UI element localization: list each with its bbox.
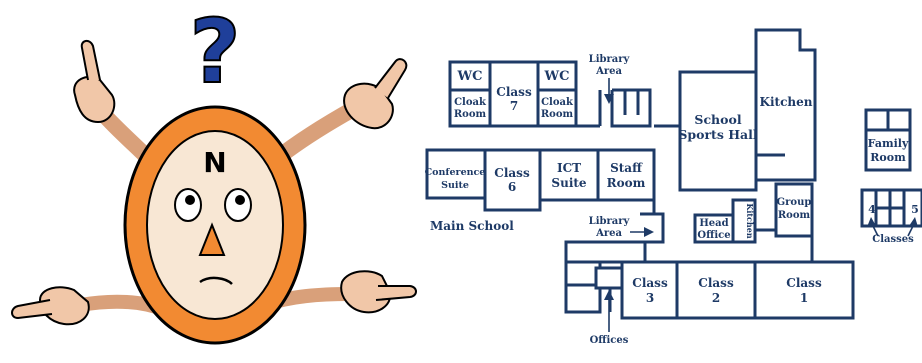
room-class-6 bbox=[483, 148, 542, 212]
room-class-7 bbox=[488, 60, 540, 128]
room-kitchen bbox=[754, 28, 817, 182]
room-class-2 bbox=[675, 260, 757, 320]
arrow-classes-left bbox=[867, 217, 879, 237]
room-staff-room bbox=[596, 148, 656, 202]
label-class6-line1: Class bbox=[494, 166, 530, 180]
label-wc-left: WC bbox=[457, 69, 483, 84]
label-group-line2: Room bbox=[778, 210, 811, 221]
label-staff-line1: Staff bbox=[610, 161, 643, 175]
label-library-top-line1: Library bbox=[589, 54, 631, 65]
library-stack-top bbox=[623, 90, 640, 115]
room-cloak-left bbox=[448, 88, 492, 128]
label-conference-line2: Suite bbox=[441, 180, 469, 191]
label-sports-line1: School bbox=[694, 112, 741, 127]
left-hand-icon bbox=[73, 40, 116, 124]
bottom-right-hand-icon bbox=[340, 270, 417, 314]
label-class1-line1: Class bbox=[786, 276, 822, 290]
label-classes: Classes bbox=[872, 234, 914, 245]
label-head-line2: Office bbox=[697, 230, 730, 241]
label-ict-line2: Suite bbox=[551, 176, 586, 190]
arrow-classes-right bbox=[907, 217, 918, 237]
room-group-room bbox=[774, 182, 814, 238]
label-cloak-left-line1: Cloak bbox=[454, 97, 487, 108]
offices-block bbox=[564, 260, 602, 314]
right-eye bbox=[224, 188, 252, 222]
label-main-school: Main School bbox=[430, 219, 514, 233]
label-staff-line2: Room bbox=[607, 176, 646, 190]
label-cloak-right-line2: Room bbox=[541, 109, 574, 120]
room-ict-suite bbox=[538, 148, 600, 202]
label-library-mid-line2: Area bbox=[595, 228, 622, 239]
label-class4: 4 bbox=[868, 203, 876, 216]
room-kitchen-small bbox=[731, 198, 757, 244]
arrow-library-top bbox=[604, 78, 614, 104]
label-wc-right: WC bbox=[544, 69, 570, 84]
label-head-line1: Head bbox=[699, 218, 728, 229]
label-class7-line2: 7 bbox=[510, 99, 518, 113]
compass-face bbox=[146, 130, 284, 320]
question-mark-icon: ? bbox=[189, 0, 240, 103]
label-library-top-line2: Area bbox=[595, 66, 622, 77]
label-class5: 5 bbox=[911, 203, 919, 216]
label-family-line1: Family bbox=[868, 137, 909, 150]
label-family-line2: Room bbox=[870, 151, 906, 164]
room-wc-right bbox=[536, 60, 578, 92]
label-cloak-right-line1: Cloak bbox=[541, 97, 574, 108]
label-kitchen: Kitchen bbox=[760, 95, 813, 109]
mouth bbox=[199, 276, 233, 285]
label-cloak-left-line2: Room bbox=[454, 109, 487, 120]
label-offices: Offices bbox=[590, 335, 629, 346]
label-kitchen-small: Kitchen bbox=[745, 203, 755, 238]
floor-plan: WC WC Class 7 Cloak Room Cloak Room Conf… bbox=[425, 28, 922, 346]
label-ict-line1: ICT bbox=[557, 161, 581, 175]
offices-room bbox=[594, 266, 624, 290]
compass-needle-nose bbox=[198, 222, 226, 256]
lower-corridor bbox=[564, 240, 647, 264]
label-group-line1: Group bbox=[777, 197, 812, 208]
room-head-office bbox=[693, 213, 735, 244]
room-sports-hall bbox=[678, 70, 758, 192]
arrow-library-mid bbox=[630, 227, 654, 237]
arrow-offices bbox=[604, 290, 614, 332]
compass-character: N ? bbox=[11, 0, 417, 345]
label-conference-line1: Conference bbox=[425, 167, 486, 178]
label-class3-line2: 3 bbox=[646, 291, 654, 305]
label-library-mid-line1: Library bbox=[589, 216, 631, 227]
label-class6-line2: 6 bbox=[508, 180, 516, 194]
corridor-main bbox=[640, 124, 814, 262]
room-class-1 bbox=[753, 260, 855, 320]
room-class-3 bbox=[620, 260, 679, 320]
label-class3-line1: Class bbox=[632, 276, 668, 290]
label-class1-line2: 1 bbox=[800, 291, 808, 305]
compass-letter: N bbox=[203, 146, 226, 179]
label-sports-line2: Sports Hall bbox=[678, 127, 758, 142]
room-cloak-right bbox=[536, 88, 578, 128]
left-eye bbox=[174, 188, 202, 222]
bottom-left-hand-icon bbox=[11, 286, 90, 326]
label-class2-line2: 2 bbox=[712, 291, 720, 305]
label-class7-line1: Class bbox=[496, 85, 532, 99]
right-hand-icon bbox=[343, 58, 408, 130]
label-class2-line1: Class bbox=[698, 276, 734, 290]
